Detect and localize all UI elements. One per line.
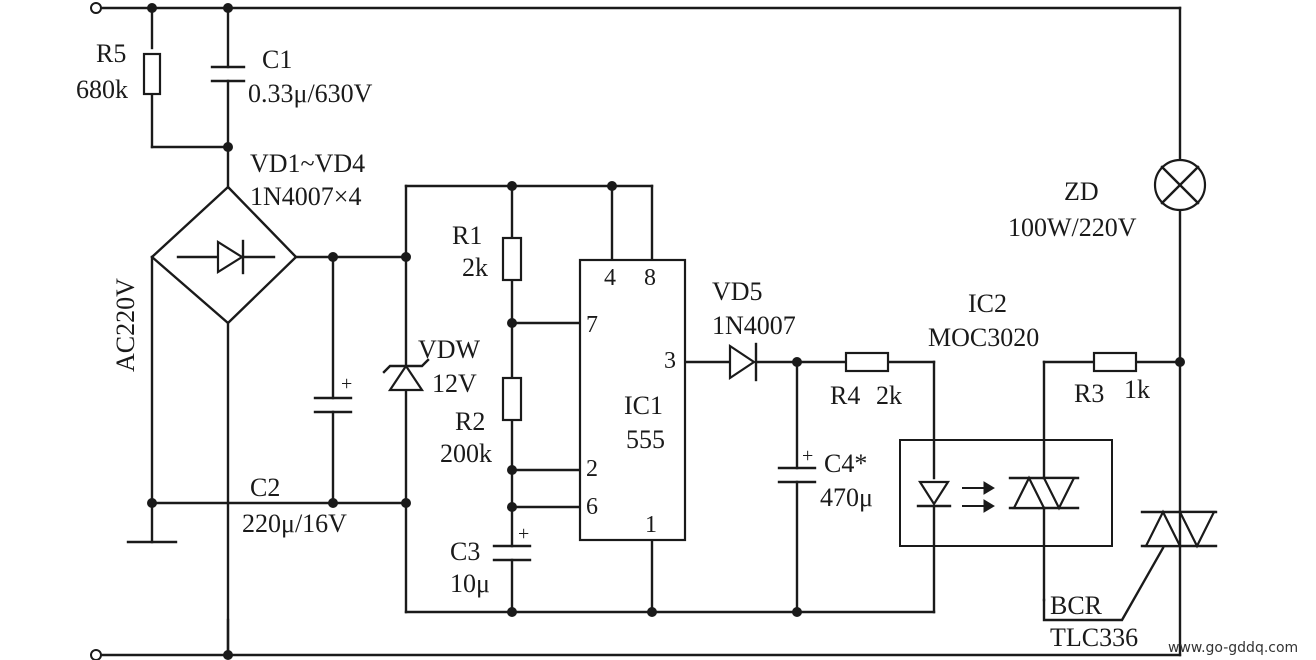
bcr-triac	[1140, 509, 1218, 549]
ic1-chip	[578, 258, 687, 542]
r1-value: 2k	[462, 253, 488, 282]
bridge-name: VD1~VD4	[250, 149, 365, 178]
vdw-zener-diode	[382, 358, 430, 392]
ic1-pin-6: 6	[586, 494, 598, 520]
ic2-light-arrows	[962, 481, 995, 513]
r4-value: 2k	[876, 381, 902, 410]
ic2-package	[899, 439, 1113, 547]
c2-value: 220μ/16V	[242, 509, 347, 538]
ic2-name: IC2	[968, 289, 1007, 318]
r4-resistor	[844, 351, 890, 373]
c3-polarity: +	[518, 523, 529, 545]
c4-polarity: +	[802, 445, 813, 467]
c3-capacitor	[492, 544, 532, 562]
ic2-led	[916, 480, 952, 508]
r1-name: R1	[452, 221, 482, 250]
r2-name: R2	[455, 407, 485, 436]
ic1-pin-1: 1	[645, 512, 657, 538]
ic2-type: MOC3020	[928, 323, 1039, 352]
terminals	[90, 2, 102, 660]
r3-resistor	[1092, 351, 1138, 373]
junction-dots	[147, 3, 1185, 660]
zd-value: 100W/220V	[1008, 213, 1137, 242]
r4-name: R4	[830, 381, 860, 410]
ic2-triac	[1008, 475, 1080, 511]
ic1-pin-7: 7	[586, 312, 598, 338]
ic1-type: 555	[626, 425, 665, 454]
ic1-pin-8: 8	[644, 265, 656, 291]
bridge-value: 1N4007×4	[250, 182, 361, 211]
c2-capacitor	[313, 396, 353, 414]
c4-value: 470μ	[820, 483, 873, 512]
vdw-value: 12V	[432, 369, 477, 398]
c1-value: 0.33μ/630V	[248, 79, 373, 108]
r3-name: R3	[1074, 379, 1104, 408]
c1-name: C1	[262, 45, 292, 74]
vdw-name: VDW	[418, 335, 481, 364]
c1-capacitor	[210, 65, 246, 83]
c3-value: 10μ	[450, 569, 490, 598]
ic1-pin-3: 3	[664, 348, 676, 374]
bcr-name: BCR	[1050, 591, 1103, 620]
ic1-pin-2: 2	[586, 456, 598, 482]
c4-capacitor	[777, 466, 817, 484]
r1-resistor	[501, 236, 523, 282]
vd5-name: VD5	[712, 277, 763, 306]
watermark: www.go-gddq.com	[1168, 640, 1298, 656]
r5-value: 680k	[76, 75, 128, 104]
ac-label: AC220V	[111, 278, 140, 372]
vd5-diode	[728, 342, 758, 382]
r2-value: 200k	[440, 439, 492, 468]
c4-name: C4*	[824, 449, 867, 478]
r3-value: 1k	[1124, 375, 1150, 404]
zd-name: ZD	[1064, 177, 1099, 206]
vd5-value: 1N4007	[712, 311, 796, 340]
bridge-diode-symbol	[176, 239, 276, 275]
wires	[96, 6, 1182, 657]
r5-name: R5	[96, 39, 126, 68]
ic1-name: IC1	[624, 391, 663, 420]
c3-name: C3	[450, 537, 480, 566]
r5-resistor	[142, 52, 162, 96]
bcr-type: TLC336	[1050, 623, 1138, 652]
c2-polarity: +	[341, 373, 352, 395]
ic1-pin-4: 4	[604, 265, 616, 291]
c2-name: C2	[250, 473, 280, 502]
r2-resistor	[501, 376, 523, 422]
zd-lamp	[1153, 158, 1207, 212]
